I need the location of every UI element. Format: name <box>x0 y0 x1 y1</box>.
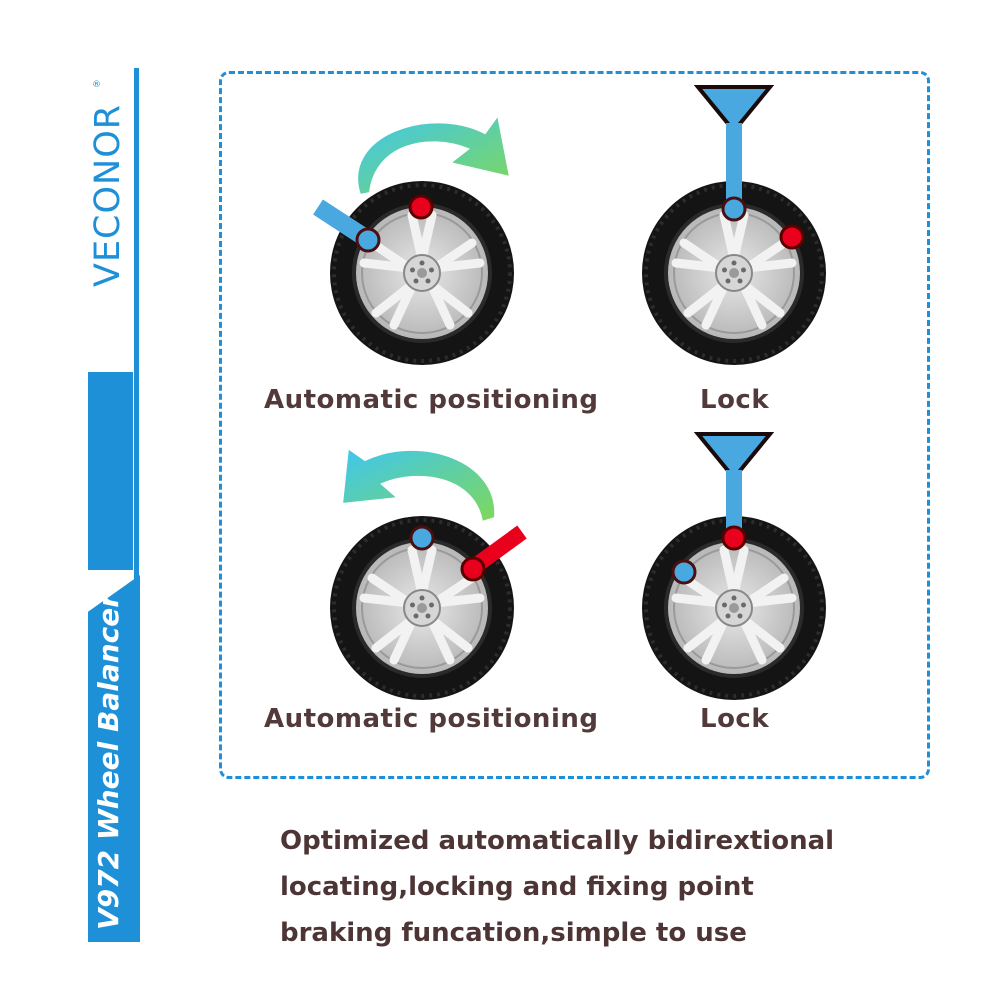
description-line: braking funcation,simple to use <box>280 918 747 948</box>
technical-features-label: Technical Features <box>109 380 130 569</box>
panel-auto-positioning-2: Automatic positioning <box>264 420 610 740</box>
registered-mark: ® <box>92 80 101 90</box>
wheel-diagram <box>586 432 926 720</box>
panel-caption: Lock <box>700 385 770 415</box>
sidebar-divider-line <box>134 68 139 942</box>
feature-description: Optimized automatically bidirextional lo… <box>280 818 920 956</box>
description-line: Optimized automatically bidirextional <box>280 826 835 856</box>
wheel-diagram <box>586 85 926 385</box>
sensor-point-marker-icon <box>409 525 435 551</box>
wheel-diagram <box>270 446 527 720</box>
wheel-diagram <box>313 112 610 385</box>
sidebar-product-panel <box>88 575 140 942</box>
balance-point-marker-icon <box>779 224 805 250</box>
panel-lock-2: Lock <box>586 420 926 740</box>
balance-pointer-icon <box>460 525 527 582</box>
lock-clamp-icon <box>693 432 775 530</box>
brand-logo: VECONOR <box>88 103 128 287</box>
sensor-pointer-icon <box>313 199 381 253</box>
balance-point-marker-icon <box>721 525 747 551</box>
panel-lock-1: Lock <box>586 85 926 415</box>
panel-caption: Lock <box>700 704 770 734</box>
lock-clamp-icon <box>693 85 775 222</box>
panel-caption: Automatic positioning <box>264 385 599 415</box>
rotation-arrow-icon <box>356 112 512 197</box>
product-name: V972 Wheel Balancer <box>92 593 125 930</box>
sidebar-features-panel <box>88 372 133 570</box>
rotation-arrow-icon <box>340 446 497 524</box>
description-line: locating,locking and fixing point <box>280 872 754 902</box>
sensor-point-marker-icon <box>671 559 697 585</box>
diagram-frame <box>219 71 930 779</box>
balance-point-marker-icon <box>408 194 434 220</box>
panel-caption: Automatic positioning <box>264 704 599 734</box>
panel-auto-positioning-1: Automatic positioning <box>264 85 610 415</box>
